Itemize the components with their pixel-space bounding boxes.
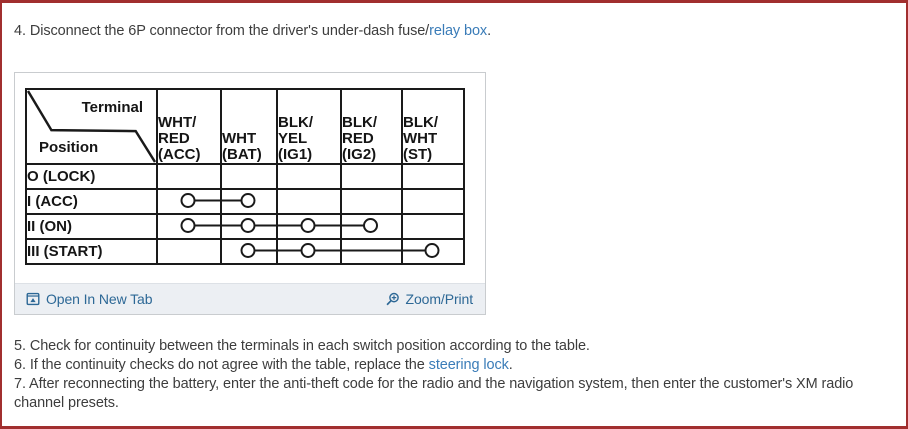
continuity-cell [401, 238, 465, 265]
step-6: 6. If the continuity checks do not agree… [14, 356, 892, 375]
continuity-cell [401, 163, 465, 190]
row-lock: O (LOCK) [25, 163, 465, 190]
row-start: III (START) [25, 238, 465, 265]
continuity-cell [340, 213, 403, 240]
zoom-print-label: Zoom/Print [405, 291, 474, 307]
terminal-header-acc: WHT/ RED (ACC) [156, 88, 222, 165]
position-start: III (START) [25, 238, 158, 265]
position-acc: I (ACC) [25, 188, 158, 215]
continuity-cell [340, 238, 403, 265]
magnifier-plus-icon [385, 292, 399, 305]
open-in-new-tab-link[interactable]: Open In New Tab [26, 291, 153, 307]
terminal-header-bat: WHT (BAT) [220, 88, 278, 165]
step-4-period: . [487, 23, 491, 39]
row-acc: I (ACC) [25, 188, 465, 215]
panel-footer: Open In New Tab Zoom/Print [15, 283, 485, 314]
continuity-cell [156, 238, 222, 265]
continuity-table-wrap: Terminal Position WHT/ RED (ACC) WHT (BA… [25, 88, 465, 265]
continuity-cell [340, 188, 403, 215]
diagram-image-area: Terminal Position WHT/ RED (ACC) WHT (BA… [15, 73, 485, 283]
open-in-new-tab-label: Open In New Tab [46, 291, 153, 307]
continuity-table: Terminal Position WHT/ RED (ACC) WHT (BA… [25, 88, 465, 265]
position-on: II (ON) [25, 213, 158, 240]
continuity-cell [276, 188, 342, 215]
step-6-period: . [508, 357, 513, 373]
continuity-cell [156, 163, 222, 190]
continuity-cell [340, 163, 403, 190]
continuity-cell [220, 163, 278, 190]
steering-lock-link[interactable]: steering lock [428, 357, 509, 373]
continuity-cell [276, 213, 342, 240]
step-4-text: 4. Disconnect the 6P connector from the … [14, 23, 430, 39]
corner-terminal-label: Terminal [81, 99, 143, 116]
corner-cell: Terminal Position [25, 88, 158, 165]
continuity-cell [220, 238, 278, 265]
open-in-new-tab-icon [26, 292, 40, 306]
continuity-cell [401, 213, 465, 240]
continuity-cell [220, 213, 278, 240]
step-7: 7. After reconnecting the battery, enter… [14, 376, 854, 411]
zoom-print-link[interactable]: Zoom/Print [385, 291, 473, 307]
position-lock: O (LOCK) [25, 163, 158, 190]
row-on: II (ON) [25, 213, 465, 240]
continuity-cell [220, 188, 278, 215]
step-6-text: 6. If the continuity checks do not agree… [14, 357, 429, 373]
continuity-cell [276, 163, 342, 190]
header-row: Terminal Position WHT/ RED (ACC) WHT (BA… [25, 88, 465, 165]
corner-diagonal [27, 90, 156, 163]
continuity-cell [276, 238, 342, 265]
relay-box-link[interactable]: relay box [429, 23, 488, 39]
steps-lower: 5. Check for continuity between the term… [2, 337, 906, 413]
terminal-header-ig2: BLK/ RED (IG2) [340, 88, 403, 165]
corner-position-label: Position [39, 139, 99, 156]
diagram-panel: Terminal Position WHT/ RED (ACC) WHT (BA… [14, 72, 486, 315]
continuity-cell [156, 213, 222, 240]
step-4: 4. Disconnect the 6P connector from the … [14, 22, 892, 41]
terminal-header-st: BLK/ WHT (ST) [401, 88, 465, 165]
terminal-header-ig1: BLK/ YEL (IG1) [276, 88, 342, 165]
step-5: 5. Check for continuity between the term… [14, 338, 590, 354]
continuity-cell [156, 188, 222, 215]
continuity-cell [401, 188, 465, 215]
